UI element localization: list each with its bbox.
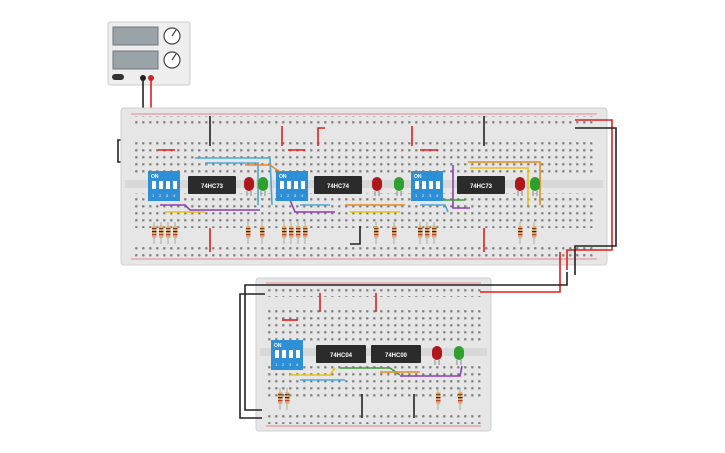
dip-switch-2[interactable]: ON 1 2 3 4 (276, 171, 308, 201)
resistor[interactable] (392, 222, 397, 244)
power-supply[interactable] (107, 21, 191, 86)
svg-text:74HC73: 74HC73 (470, 184, 493, 190)
led-red-4[interactable] (432, 346, 442, 365)
chip-74hc74[interactable]: 74HC74 (314, 176, 362, 194)
svg-text:2: 2 (422, 193, 425, 198)
dip-switch-4[interactable]: ON 1 2 3 4 (271, 340, 303, 370)
dip-switch-3[interactable]: ON 1 2 3 4 (411, 171, 443, 201)
resistors (152, 222, 537, 410)
chip-74hc73-1[interactable]: 74HC73 (188, 176, 236, 194)
chip-74hc73-2[interactable]: 74HC73 (457, 176, 505, 194)
svg-text:4: 4 (301, 193, 304, 198)
resistor[interactable] (152, 222, 157, 244)
led-red-3[interactable] (515, 177, 525, 196)
resistor[interactable] (374, 222, 379, 244)
resistor[interactable] (458, 388, 463, 410)
led-green-4[interactable] (454, 346, 464, 365)
wires-bottom (282, 293, 463, 418)
led-red-1[interactable] (244, 177, 254, 196)
svg-text:1: 1 (280, 193, 283, 198)
resistor[interactable] (436, 388, 441, 410)
led-green-2[interactable] (394, 177, 404, 196)
resistor[interactable] (296, 222, 301, 244)
svg-text:1: 1 (415, 193, 418, 198)
wire-board-link-red (480, 252, 561, 293)
svg-text:4: 4 (173, 193, 176, 198)
wire-board-link-black (244, 272, 568, 411)
svg-text:4: 4 (296, 362, 299, 367)
svg-text:4: 4 (436, 193, 439, 198)
resistor[interactable] (278, 388, 283, 410)
resistor[interactable] (166, 222, 171, 244)
resistor[interactable] (282, 222, 287, 244)
current-display (112, 50, 159, 70)
led-green-1[interactable] (258, 177, 268, 196)
resistor[interactable] (285, 388, 290, 410)
chip-74hc00[interactable]: 74HC00 (371, 345, 421, 363)
svg-text:74HC74: 74HC74 (327, 184, 350, 190)
svg-text:ON: ON (279, 174, 287, 180)
voltage-display (112, 26, 159, 46)
svg-text:74HC00: 74HC00 (385, 353, 408, 359)
chip-74hc04[interactable]: 74HC04 (316, 345, 366, 363)
svg-text:1: 1 (152, 193, 155, 198)
resistor[interactable] (289, 222, 294, 244)
svg-text:2: 2 (282, 362, 285, 367)
resistor[interactable] (518, 222, 523, 244)
negative-terminal[interactable] (140, 75, 146, 81)
resistor[interactable] (173, 222, 178, 244)
resistor[interactable] (260, 222, 265, 244)
resistor[interactable] (432, 222, 437, 244)
svg-text:3: 3 (294, 193, 297, 198)
dip-switch-1[interactable]: ON 1 2 3 4 (148, 171, 180, 201)
resistor[interactable] (418, 222, 423, 244)
led-red-2[interactable] (372, 177, 382, 196)
resistor[interactable] (159, 222, 164, 244)
resistor[interactable] (532, 222, 537, 244)
svg-text:74HC73: 74HC73 (201, 184, 224, 190)
svg-text:3: 3 (289, 362, 292, 367)
resistor[interactable] (425, 222, 430, 244)
resistor[interactable] (246, 222, 251, 244)
svg-text:2: 2 (159, 193, 162, 198)
wires-top (158, 116, 617, 275)
svg-text:ON: ON (414, 174, 422, 180)
positive-terminal[interactable] (148, 75, 154, 81)
svg-text:1: 1 (275, 362, 278, 367)
svg-text:ON: ON (274, 343, 282, 349)
svg-text:3: 3 (429, 193, 432, 198)
svg-text:2: 2 (287, 193, 290, 198)
led-green-3[interactable] (530, 177, 540, 196)
power-switch[interactable] (112, 74, 124, 80)
resistor[interactable] (303, 222, 308, 244)
svg-text:ON: ON (151, 174, 159, 180)
svg-text:3: 3 (166, 193, 169, 198)
svg-text:74HC04: 74HC04 (330, 353, 353, 359)
